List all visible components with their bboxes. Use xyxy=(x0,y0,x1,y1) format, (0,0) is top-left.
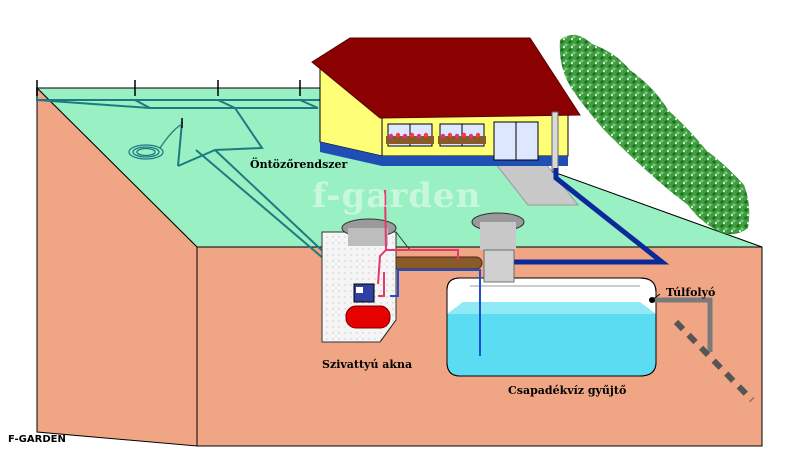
watermark: f-garden xyxy=(312,176,482,216)
house xyxy=(311,37,581,171)
hose-coil xyxy=(128,123,183,160)
connection-pipe xyxy=(391,256,483,270)
suction-pipe xyxy=(390,269,481,356)
pump-shaft xyxy=(321,218,411,343)
collector-manhole xyxy=(471,212,525,250)
overflow-label: Túlfolyó xyxy=(666,286,716,299)
collector-label: Csapadékvíz gyűjtő xyxy=(508,384,627,397)
house-roof xyxy=(311,37,581,119)
flower-boxes xyxy=(386,132,486,144)
hedge xyxy=(559,34,750,235)
pump-pipes xyxy=(377,189,459,297)
pump-shaft-label: Szivattyú akna xyxy=(322,358,413,371)
collector-tank xyxy=(446,249,657,377)
irrigation-label: Öntözőrendszer xyxy=(250,158,348,171)
brand-label: F-GARDEN xyxy=(8,434,66,445)
sprinkler-posts xyxy=(36,80,301,128)
